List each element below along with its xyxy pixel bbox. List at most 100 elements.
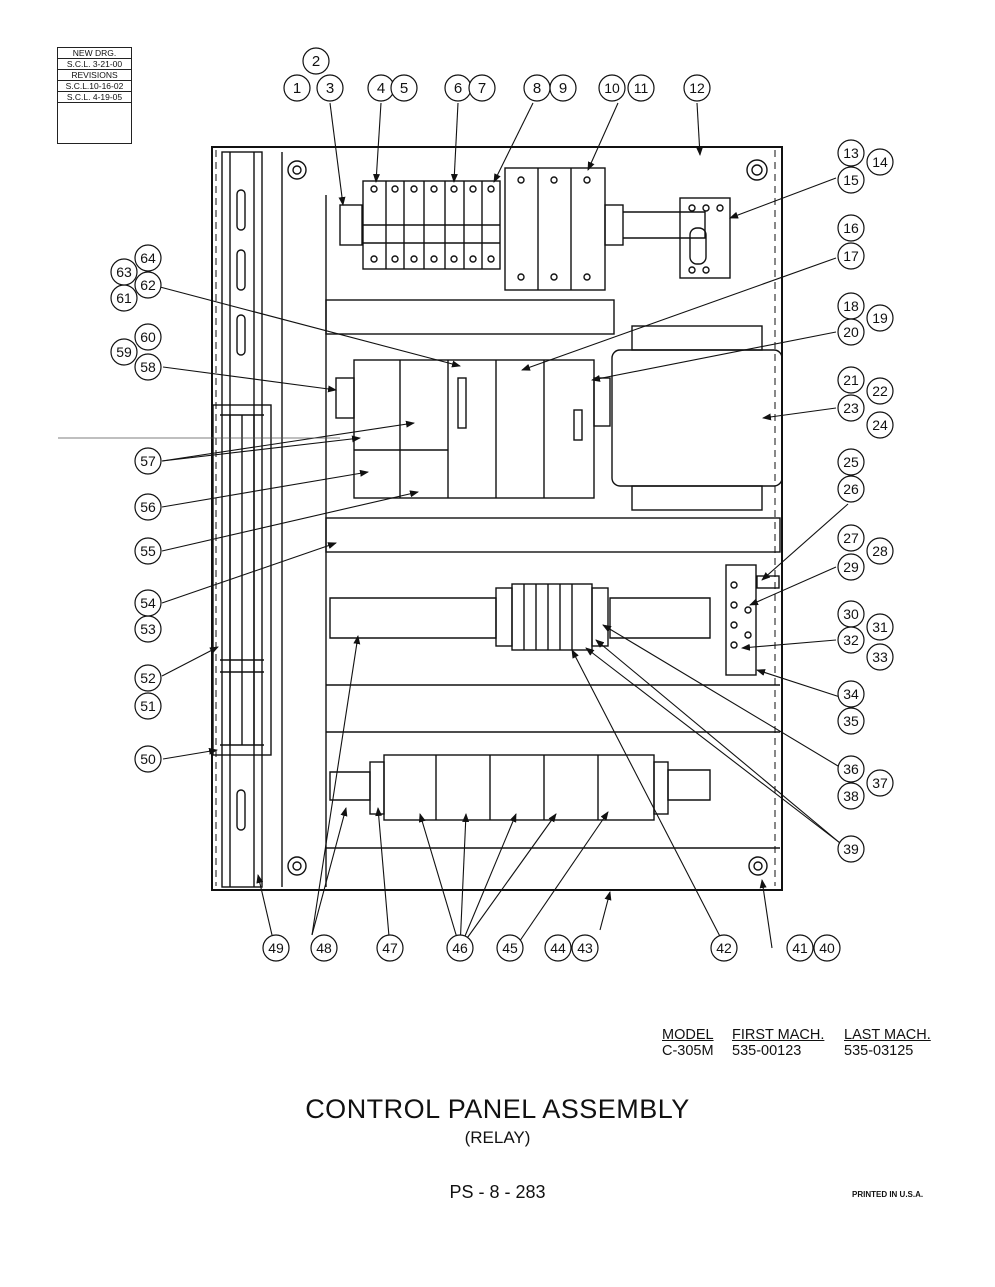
callout-circle xyxy=(837,755,865,783)
page-number: PS - 8 - 283 xyxy=(449,1182,546,1202)
callout-circle xyxy=(446,934,474,962)
page-title: CONTROL PANEL ASSEMBLY xyxy=(305,1094,690,1124)
callout-number: 20 xyxy=(843,324,859,340)
header-first-mach: FIRST MACH. xyxy=(732,1027,825,1043)
callout-8: 8 xyxy=(523,74,551,102)
callout-number: 22 xyxy=(872,383,888,399)
callout-circle xyxy=(110,258,138,286)
callout-35: 35 xyxy=(837,707,865,735)
callout-20: 20 xyxy=(837,318,865,346)
callout-circle xyxy=(110,338,138,366)
callout-circle xyxy=(837,524,865,552)
revision-row: S.C.L. 3-21-00 xyxy=(58,59,131,70)
callout-number: 15 xyxy=(843,172,859,188)
callout-number: 21 xyxy=(843,372,859,388)
printed-note: PRINTED IN U.S.A. xyxy=(852,1190,924,1199)
callout-number: 34 xyxy=(843,686,859,702)
callout-64: 64 xyxy=(134,244,162,272)
callout-circle xyxy=(283,74,311,102)
callout-34: 34 xyxy=(837,680,865,708)
callout-number: 62 xyxy=(140,277,156,293)
circuit-breakers xyxy=(339,167,706,291)
callout-number: 56 xyxy=(140,499,156,515)
relay-modules xyxy=(335,359,611,499)
callout-59: 59 xyxy=(110,338,138,366)
callout-circle xyxy=(134,589,162,617)
callout-21: 21 xyxy=(837,366,865,394)
callout-number: 28 xyxy=(872,543,888,559)
callout-circle xyxy=(837,394,865,422)
callout-55: 55 xyxy=(134,537,162,565)
callout-number: 48 xyxy=(316,940,332,956)
callout-circle xyxy=(549,74,577,102)
callout-11: 11 xyxy=(627,74,655,102)
callout-circle xyxy=(837,166,865,194)
callout-40: 40 xyxy=(813,934,841,962)
callout-circle xyxy=(598,74,626,102)
callout-circle xyxy=(786,934,814,962)
callout-circle xyxy=(837,680,865,708)
header-last-mach: LAST MACH. xyxy=(844,1027,931,1043)
callout-circle xyxy=(866,377,894,405)
callout-16: 16 xyxy=(837,214,865,242)
callout-circle xyxy=(134,537,162,565)
duct-middle xyxy=(325,517,781,553)
callout-number: 24 xyxy=(872,417,888,433)
callout-27: 27 xyxy=(837,524,865,552)
callout-39: 39 xyxy=(837,835,865,863)
callout-63: 63 xyxy=(110,258,138,286)
callout-52: 52 xyxy=(134,664,162,692)
callout-number: 42 xyxy=(716,940,732,956)
callout-circle xyxy=(813,934,841,962)
callout-circle xyxy=(316,74,344,102)
callout-19: 19 xyxy=(866,304,894,332)
callout-circle xyxy=(837,139,865,167)
callout-circle xyxy=(134,692,162,720)
callout-number: 61 xyxy=(116,290,132,306)
callout-60: 60 xyxy=(134,323,162,351)
callout-circle xyxy=(866,304,894,332)
callout-10: 10 xyxy=(598,74,626,102)
revision-row: S.C.L.10-16-02 xyxy=(58,81,131,92)
callout-circle xyxy=(837,214,865,242)
callout-circle xyxy=(837,242,865,270)
callout-number: 45 xyxy=(502,940,518,956)
callout-31: 31 xyxy=(866,613,894,641)
callout-number: 2 xyxy=(312,53,320,70)
callout-number: 47 xyxy=(382,940,398,956)
callout-number: 59 xyxy=(116,344,132,360)
callout-number: 43 xyxy=(577,940,593,956)
callout-number: 63 xyxy=(116,264,132,280)
ground-bar xyxy=(725,564,780,676)
revision-blank xyxy=(58,103,131,143)
callout-circle xyxy=(390,74,418,102)
callout-9: 9 xyxy=(549,74,577,102)
callout-number: 30 xyxy=(843,606,859,622)
callout-25: 25 xyxy=(837,448,865,476)
callout-number: 44 xyxy=(550,940,566,956)
leader-lines xyxy=(159,102,849,949)
callout-number: 12 xyxy=(689,80,705,96)
callout-45: 45 xyxy=(496,934,524,962)
callout-6: 6 xyxy=(444,74,472,102)
callout-24: 24 xyxy=(866,411,894,439)
back-plate xyxy=(211,146,783,891)
callout-circle xyxy=(866,411,894,439)
callout-49: 49 xyxy=(262,934,290,962)
callout-number: 39 xyxy=(843,841,859,857)
first-mach-value: 535-00123 xyxy=(732,1043,802,1059)
callout-circle xyxy=(496,934,524,962)
callout-43: 43 xyxy=(571,934,599,962)
callout-7: 7 xyxy=(468,74,496,102)
callout-circle xyxy=(837,707,865,735)
callout-44: 44 xyxy=(544,934,572,962)
callout-17: 17 xyxy=(837,242,865,270)
din-rail-bottom xyxy=(329,754,711,821)
callout-number: 49 xyxy=(268,940,284,956)
revision-row: S.C.L. 4-19-05 xyxy=(58,92,131,103)
callout-33: 33 xyxy=(866,643,894,671)
panel-drawing xyxy=(211,146,783,891)
